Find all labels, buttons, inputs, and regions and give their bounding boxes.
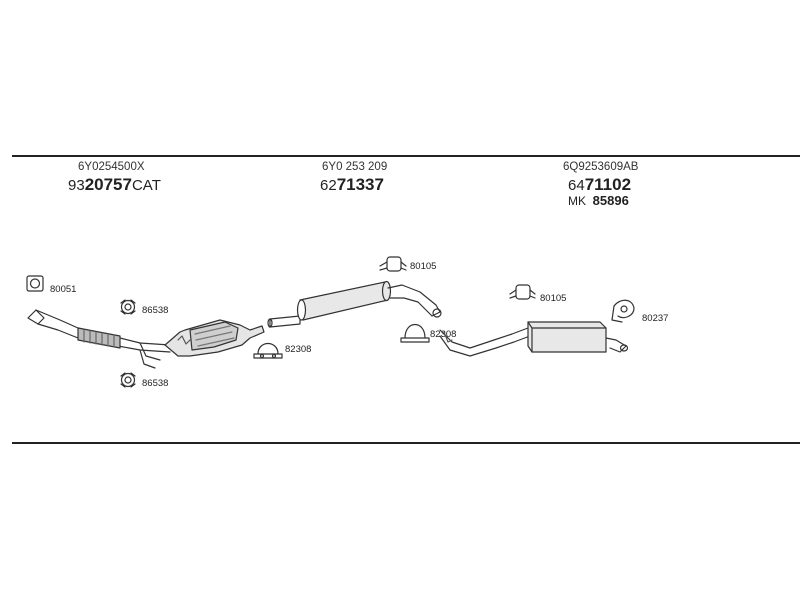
oem-number-catalyst: 6Y0254500X: [78, 161, 145, 173]
part-label-80105-rear: 80105: [540, 293, 567, 304]
front-pipe-icon: [27, 309, 171, 369]
clamp-82308-icon: [253, 342, 283, 359]
gasket-80051-icon: [26, 275, 44, 292]
part-label-80051: 80051: [50, 284, 77, 295]
part-label-82308-rear: 82308: [430, 329, 457, 340]
middle-silencer-icon: [267, 280, 442, 328]
oem-number-middle-silencer: 6Y0 253 209: [322, 161, 388, 173]
top-divider-line: [12, 155, 800, 157]
part-label-80237: 80237: [642, 313, 669, 324]
hanger-80105-middle-icon: [379, 256, 407, 272]
part-label-86538-top: 86538: [142, 305, 169, 316]
rear-pipe-icon: [439, 327, 531, 357]
hanger-80105-rear-icon: [509, 284, 536, 300]
clamp-86538-top-icon: [120, 299, 136, 315]
part-label-80105-middle: 80105: [410, 261, 437, 272]
part-number-rear-silencer: 6471102: [568, 175, 632, 194]
part-number-catalyst: 9320757CAT: [68, 175, 161, 194]
rear-silencer-icon: [527, 321, 629, 353]
mounting-kit-number: MK 85896: [568, 193, 629, 208]
hanger-80237-icon: [611, 299, 635, 323]
bottom-divider-line: [12, 442, 800, 444]
clamp-86538-bottom-icon: [120, 372, 136, 388]
catalytic-converter-icon: [164, 319, 265, 357]
clamp-82308-rear-icon: [400, 323, 430, 343]
part-number-middle-silencer: 6271337: [320, 175, 384, 194]
part-label-82308: 82308: [285, 344, 312, 355]
oem-number-rear-silencer: 6Q9253609AB: [563, 161, 639, 173]
part-label-86538-bottom: 86538: [142, 378, 169, 389]
